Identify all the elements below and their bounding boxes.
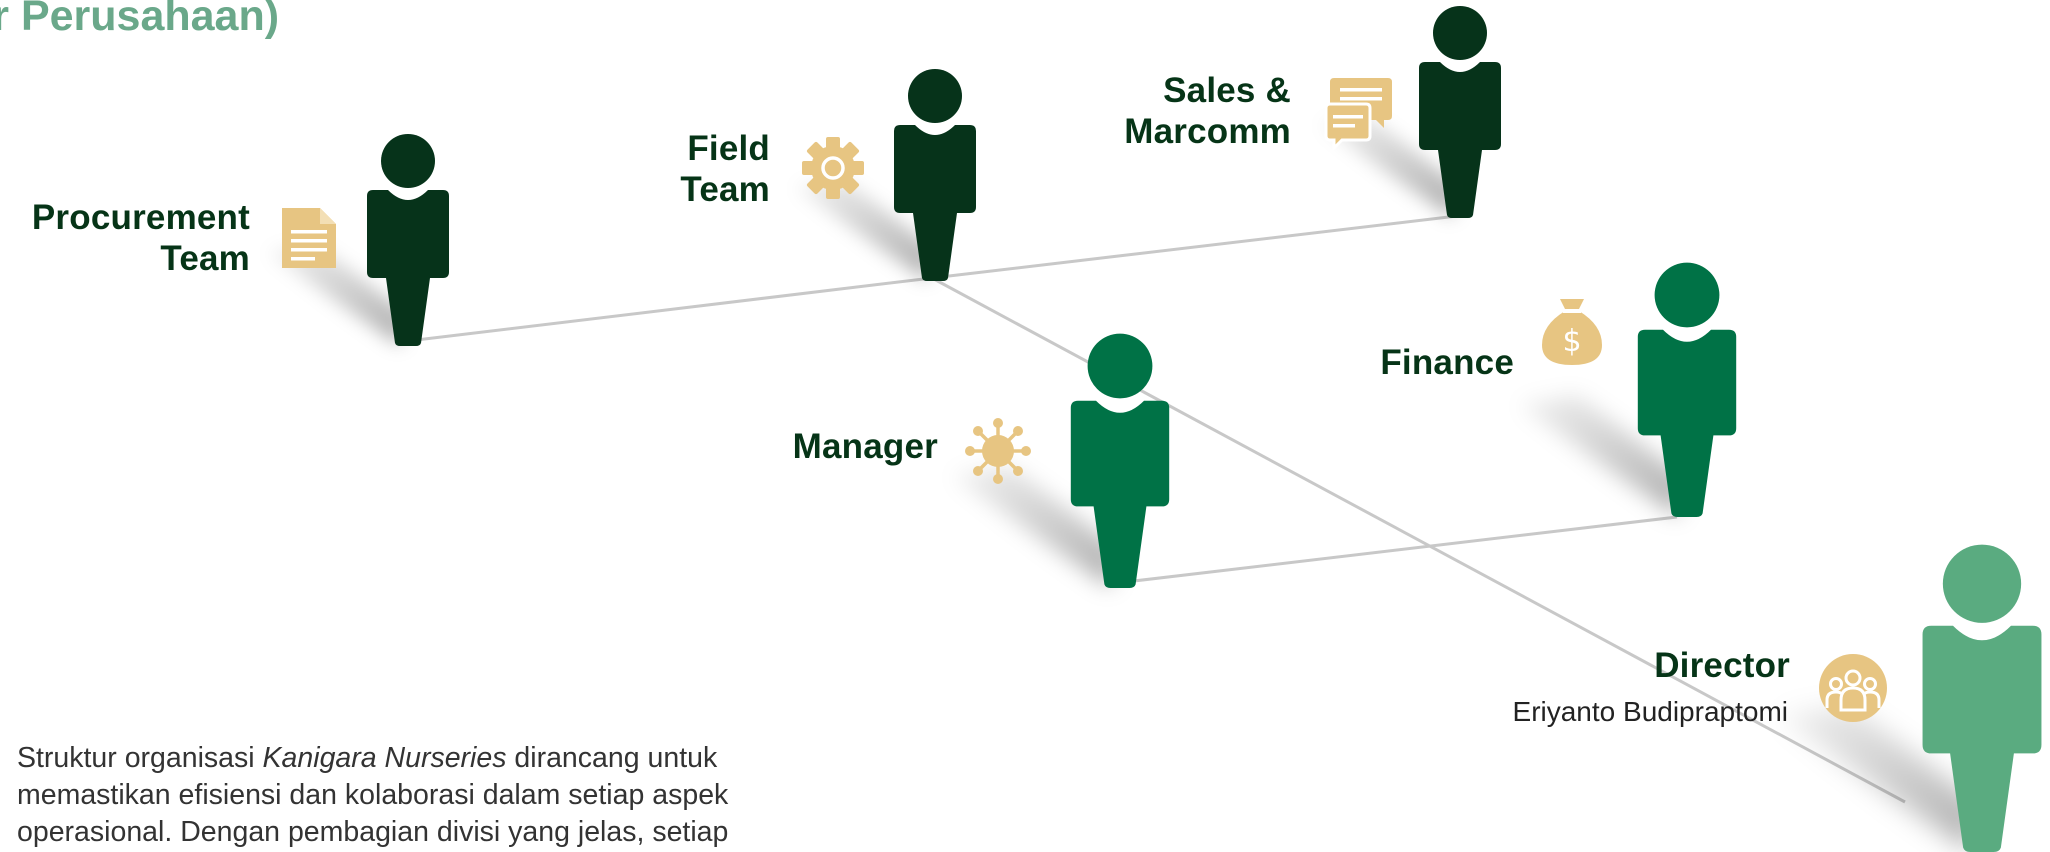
chat-icon [1324, 78, 1392, 152]
company-name: Kanigara Nurseries [262, 742, 507, 774]
connector-manager-finance [1116, 515, 1678, 585]
description-paragraph: Struktur organisasi Kanigara Nurseries d… [17, 740, 847, 851]
director-name: Eriyanto Budipraptomi [1512, 696, 1788, 727]
description-part1: Struktur organisasi [17, 742, 263, 774]
field-team-label: Field Team [680, 129, 770, 209]
group-icon [1819, 654, 1887, 722]
director-label: Director [1654, 646, 1790, 685]
money-bag-icon: $ [1542, 299, 1602, 365]
manager-label: Manager [792, 427, 938, 466]
finance-figure [1519, 262, 1737, 517]
document-icon [282, 208, 336, 268]
sales-marcomm-label: Sales & Marcomm [1124, 71, 1291, 151]
svg-text:$: $ [1562, 324, 1581, 359]
connector-field-sales [931, 214, 1458, 280]
director-figure [1779, 544, 2042, 852]
description-part2: dirancang untuk memastikan efisiensi dan… [17, 742, 729, 848]
finance-label: Finance [1380, 343, 1514, 382]
virus-icon [965, 418, 1031, 484]
procurement-label: Procurement Team [31, 198, 250, 278]
page-title: ur Perusahaan) [0, 0, 280, 40]
connector-procurement-field [407, 276, 933, 343]
manager-figure [952, 333, 1170, 588]
gear-icon [802, 137, 864, 199]
